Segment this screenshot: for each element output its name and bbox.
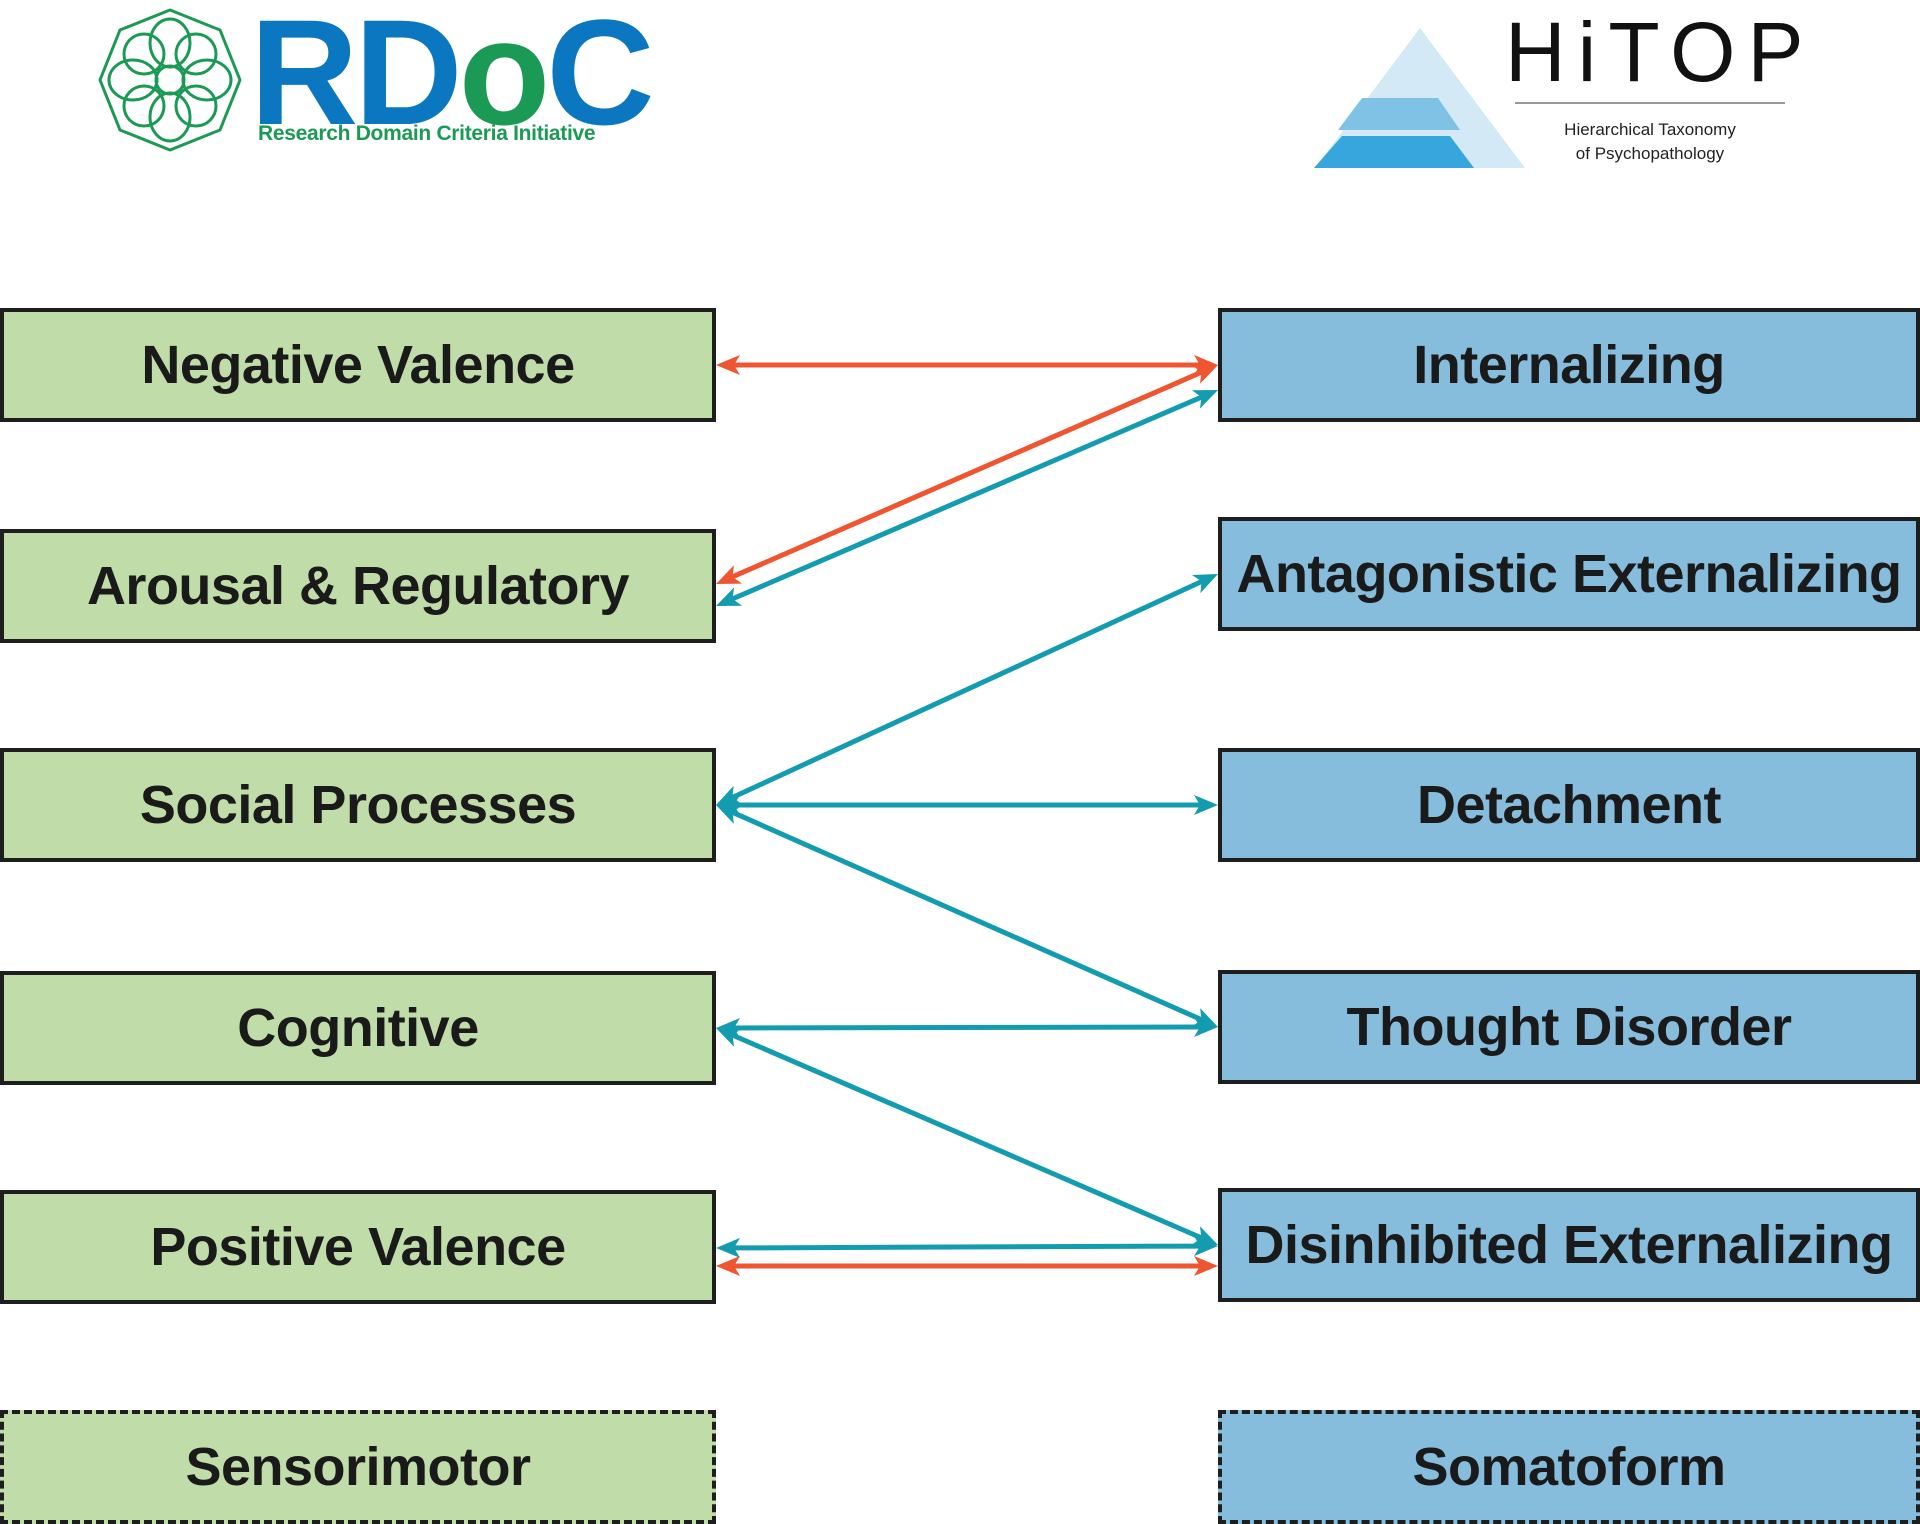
- hitop-logo: HiTOP Hierarchical Taxonomy of Psychopat…: [1310, 10, 1830, 170]
- link-arousal-regulatory-to-internalizing-red: [731, 369, 1203, 580]
- hitop-box-thought-disorder: Thought Disorder: [1218, 970, 1920, 1084]
- arrowhead-cognitive-teal: [716, 1028, 742, 1047]
- hitop-divider: [1515, 102, 1785, 104]
- link-positive-valence-to-disinhibited-externalizing-teal: [733, 1243, 1201, 1251]
- arrowhead-positive-valence-teal: [716, 1237, 741, 1258]
- arrowhead-internalizing-red: [1192, 365, 1218, 384]
- rdoc-box-sensorimotor: Sensorimotor: [0, 1410, 716, 1524]
- arrowhead-positive-valence-red: [716, 1256, 740, 1276]
- pyramid-icon: [1314, 28, 1525, 168]
- arrowhead-antagonistic-externalizing-teal: [1192, 574, 1218, 594]
- arrowhead-disinhibited-externalizing-teal: [1193, 1236, 1218, 1257]
- arrowhead-detachment-teal: [1194, 795, 1218, 815]
- hitop-wordmark: HiTOP: [1505, 5, 1816, 99]
- hitop-subtitle: Hierarchical Taxonomy of Psychopathology: [1564, 120, 1736, 163]
- hitop-box-antagonistic-externalizing: Antagonistic Externalizing: [1218, 517, 1920, 631]
- link-cognitive-to-thought-disorder-teal: [733, 1024, 1201, 1031]
- link-cognitive-to-disinhibited-externalizing-teal: [731, 1032, 1203, 1241]
- rdoc-box-social-processes: Social Processes: [0, 748, 716, 862]
- rdoc-box-positive-valence: Positive Valence: [0, 1190, 716, 1304]
- link-social-processes-to-thought-disorder-teal: [731, 809, 1203, 1023]
- link-arousal-regulatory-to-internalizing-teal: [731, 394, 1203, 602]
- arrowhead-arousal-regulatory-red: [716, 565, 742, 584]
- flower-lattice-icon: [98, 8, 242, 152]
- rdoc-logo: RDoC Research Domain Criteria Initiative: [90, 0, 655, 155]
- arrowhead-internalizing-teal: [1192, 390, 1218, 409]
- hitop-box-internalizing: Internalizing: [1218, 308, 1920, 422]
- arrowhead-disinhibited-externalizing-red: [1194, 1256, 1218, 1276]
- hitop-box-disinhibited-externalizing: Disinhibited Externalizing: [1218, 1188, 1920, 1302]
- arrowhead-thought-disorder-teal: [1193, 1017, 1218, 1038]
- arrowhead-negative-valence-red: [716, 355, 740, 375]
- rdoc-box-negative-valence: Negative Valence: [0, 308, 716, 422]
- arrowhead-social-processes-teal: [716, 805, 742, 824]
- rdoc-box-cognitive: Cognitive: [0, 971, 716, 1085]
- hitop-box-somatoform: Somatoform: [1218, 1410, 1920, 1524]
- hitop-box-detachment: Detachment: [1218, 748, 1920, 862]
- rdoc-tagline: Research Domain Criteria Initiative: [258, 122, 596, 145]
- arrowhead-arousal-regulatory-teal: [716, 587, 742, 606]
- link-social-processes-to-antagonistic-externalizing-teal: [731, 579, 1203, 800]
- rdoc-box-arousal-regulatory: Arousal & Regulatory: [0, 529, 716, 643]
- rdoc-wordmark: RDoC: [250, 0, 655, 156]
